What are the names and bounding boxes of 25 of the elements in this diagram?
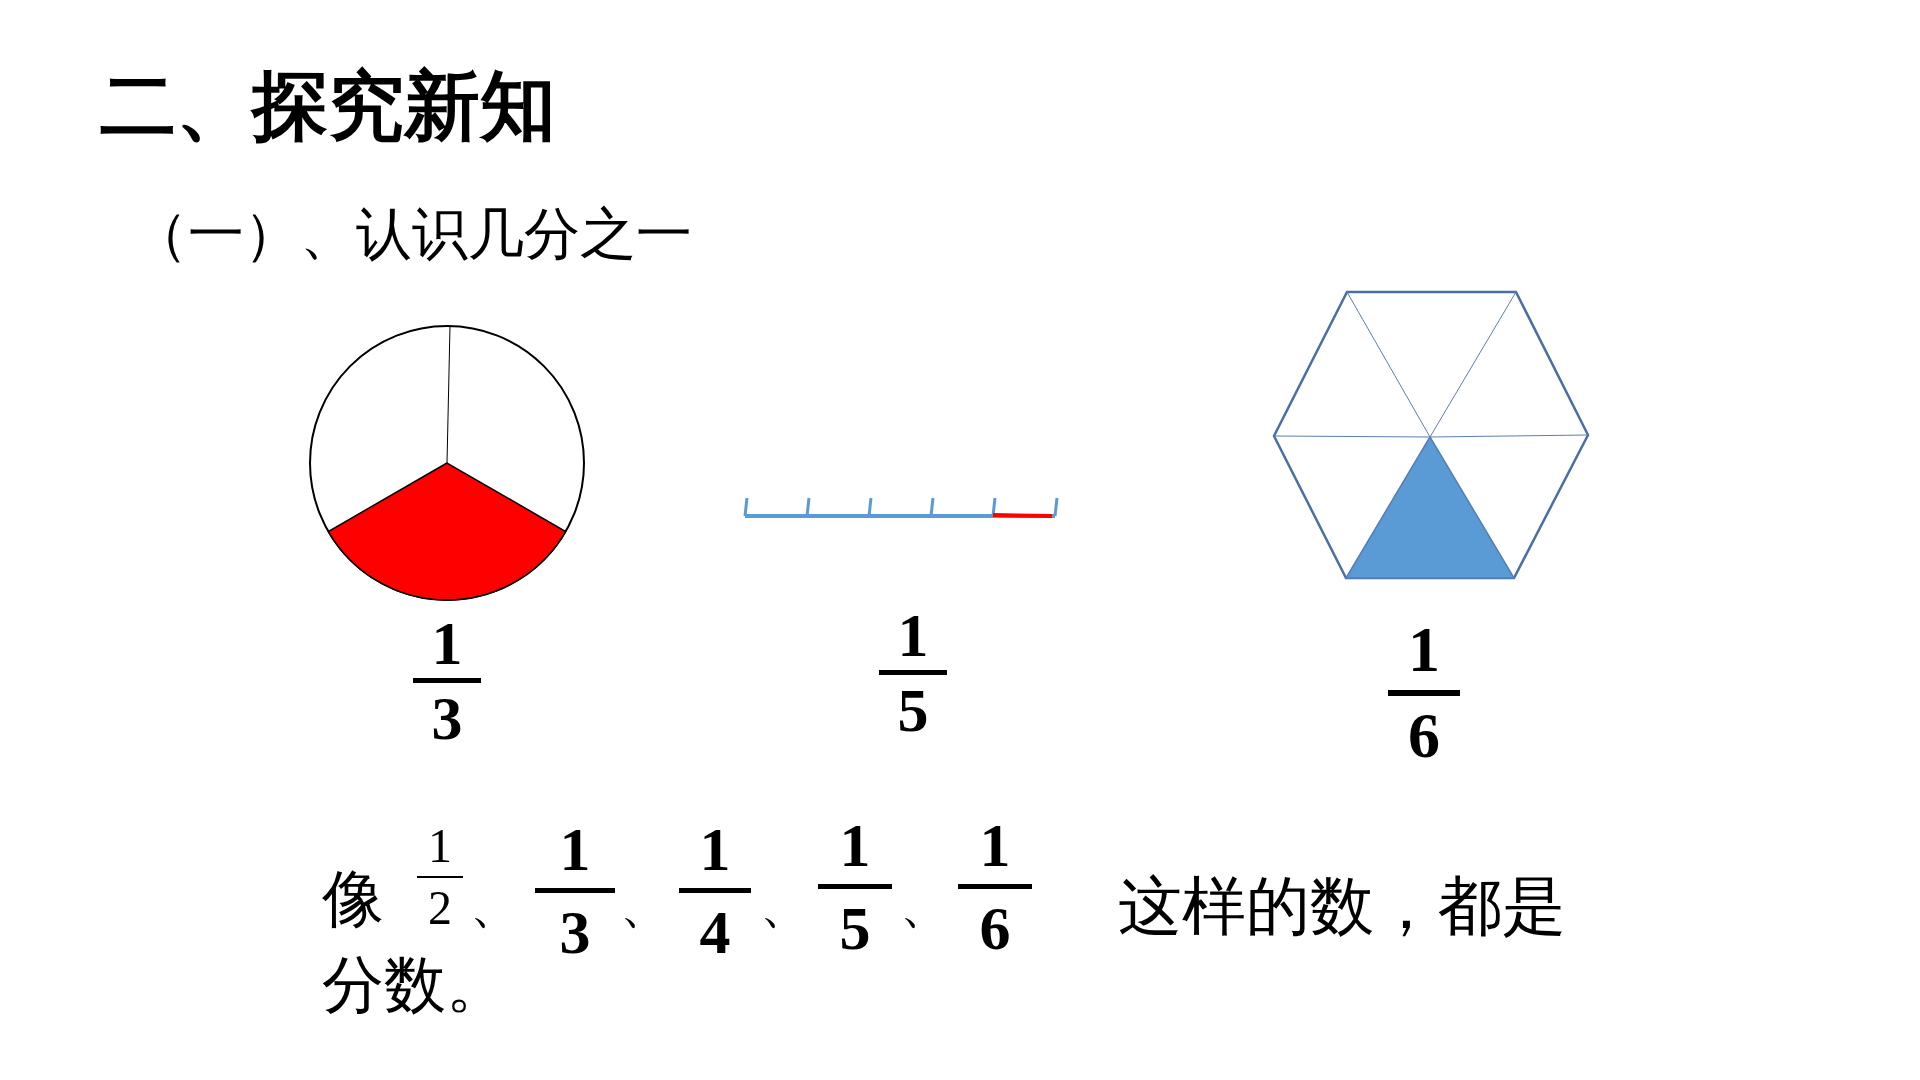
punctuation-mark: 、 [470,880,520,930]
sentence-text: 像 [322,868,384,930]
fraction-denominator: 4 [699,901,731,963]
fraction-denominator: 6 [1408,704,1440,768]
fraction-numerator: 1 [839,814,871,876]
fraction-denominator: 6 [979,897,1011,959]
fraction-numerator: 1 [1408,618,1440,682]
fraction-denominator: 3 [559,901,591,963]
fraction-numerator: 1 [897,604,929,666]
fraction-denominator: 5 [897,679,929,741]
fraction-numerator: 1 [979,814,1011,876]
subheading: （一）、认识几分之一 [132,206,692,262]
punctuation-mark: 、 [620,880,670,930]
punctuation-mark: 、 [900,880,950,930]
fraction-numerator: 1 [559,818,591,880]
sentence-text: 这样的数，都是 [1118,874,1566,938]
fraction-denominator: 2 [428,884,452,932]
fraction-denominator: 5 [839,897,871,959]
punctuation-mark: 、 [760,880,810,930]
title: 二、探究新知 [100,68,556,144]
fraction-denominator: 3 [431,687,463,749]
fraction-numerator: 1 [699,818,731,880]
fraction-numerator: 1 [431,612,463,674]
sentence-text: 分数。 [322,954,508,1016]
fraction-numerator: 1 [428,822,452,870]
